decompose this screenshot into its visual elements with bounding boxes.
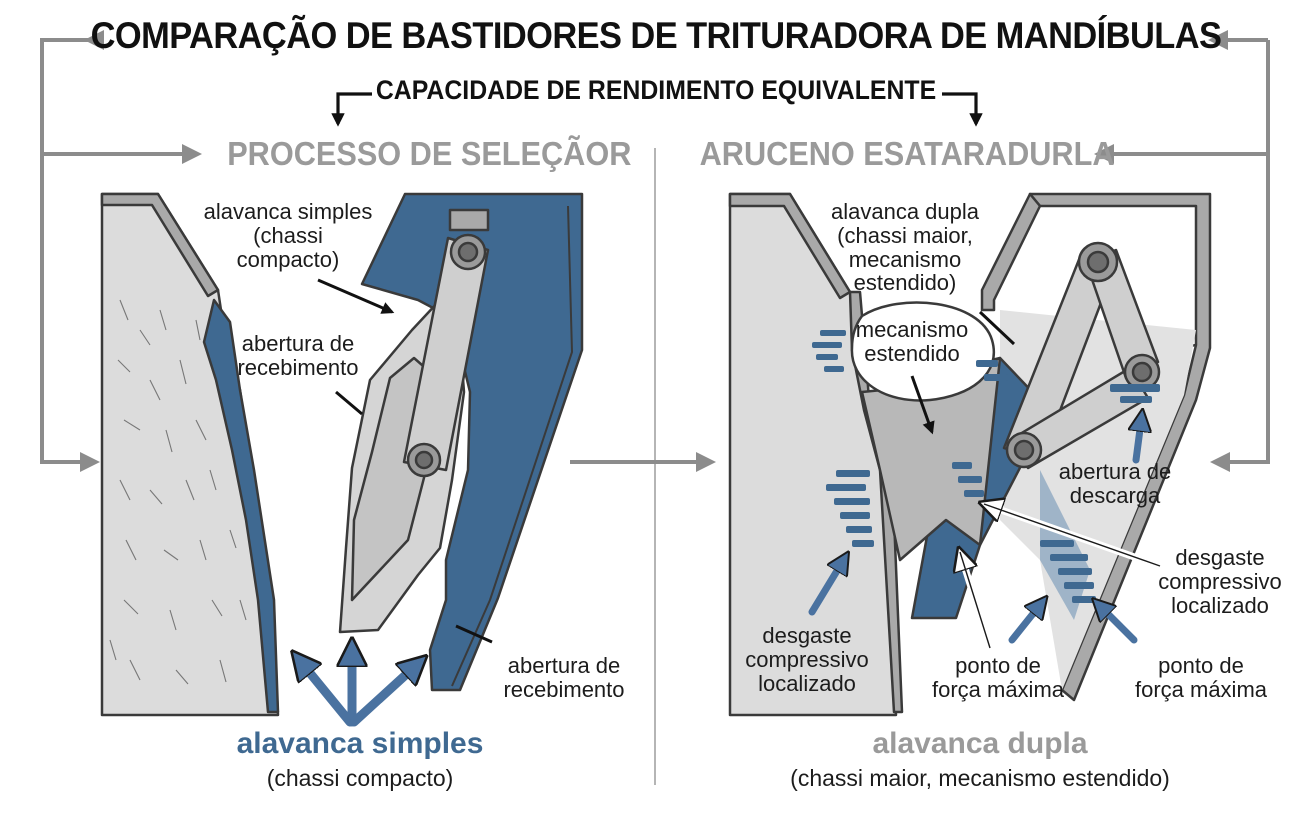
subtitle-arrows [331, 92, 983, 127]
right-blue-arrows [808, 414, 1142, 644]
frame-arrows [40, 30, 1270, 472]
left-callout-top: alavanca simples (chassi compacto) [203, 199, 373, 272]
left-pointers [317, 278, 493, 644]
left-bottom-subtitle: (chassi compacto) [266, 765, 454, 791]
right-callout-mechanism: mecanismo estendido [855, 317, 969, 366]
right-callout-top: alavanca dupla (chassi maior, mecanismo … [830, 199, 979, 296]
left-bottom-title: alavanca simples [236, 727, 484, 760]
right-callout-discharge: abertura de descarga [1058, 459, 1172, 508]
right-callout-wear-right: desgaste compressivo localizado [1158, 545, 1282, 618]
wear-marks [812, 330, 1160, 603]
left-heading: PROCESSO DE SELEÇÃOR [227, 135, 632, 172]
page-subtitle: CAPACIDADE DE RENDIMENTO EQUIVALENTE [375, 75, 937, 105]
right-heading: ARUCENO ESATARADURLA [699, 135, 1115, 172]
page-title: COMPARAÇÃO DE BASTIDORES DE TRITURADORA … [90, 15, 1222, 56]
left-fixed-liner [202, 298, 280, 714]
right-white-arrows [960, 504, 1162, 650]
right-pointers [910, 310, 1016, 435]
right-bottom-title: alavanca dupla [872, 727, 1088, 760]
right-bottom-subtitle: (chassi maior, mecanismo estendido) [790, 765, 1170, 791]
mechanism-bubble [850, 301, 995, 402]
left-swing-frame [360, 192, 584, 692]
right-callout-force-center: ponto de força máxima [931, 653, 1065, 702]
left-crusher [100, 192, 584, 717]
right-callout-wear-left: desgaste compressivo localizado [745, 623, 869, 696]
left-callout-opening: abertura de recebimento [237, 331, 359, 380]
left-blue-arrows [296, 644, 422, 727]
left-callout-bottom-right: abertura de recebimento [503, 653, 625, 702]
right-callout-force-right: ponto de força máxima [1134, 653, 1268, 702]
